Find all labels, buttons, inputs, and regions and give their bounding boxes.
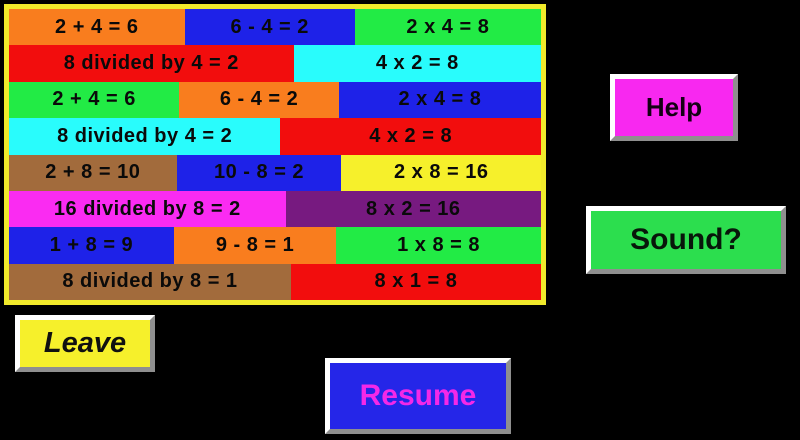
- equation-cell[interactable]: 2 x 4 = 8: [338, 81, 541, 119]
- equation-cell[interactable]: 2 x 8 = 16: [341, 154, 541, 191]
- leave-button[interactable]: Leave: [15, 315, 155, 372]
- equation-cell[interactable]: 1 x 8 = 8: [336, 227, 541, 264]
- equation-cell[interactable]: 2 + 4 = 6: [9, 9, 185, 46]
- equation-cell[interactable]: 8 x 2 = 16: [285, 190, 541, 228]
- equation-cell[interactable]: 10 - 8 = 2: [176, 154, 342, 191]
- equation-cell[interactable]: 16 divided by 8 = 2: [9, 190, 286, 228]
- equation-cell[interactable]: 6 - 4 = 2: [184, 9, 355, 46]
- equation-cell[interactable]: 8 divided by 4 = 2: [9, 45, 294, 82]
- equation-cell[interactable]: 9 - 8 = 1: [173, 227, 337, 264]
- equation-cell[interactable]: 2 x 4 = 8: [354, 9, 541, 46]
- equation-cell[interactable]: 4 x 2 = 8: [280, 118, 541, 155]
- equation-cell[interactable]: 4 x 2 = 8: [293, 45, 541, 82]
- sound-toggle-button[interactable]: Sound?: [586, 206, 786, 274]
- equation-cell[interactable]: 8 divided by 4 = 2: [9, 118, 281, 155]
- equation-cell[interactable]: 8 x 1 = 8: [290, 263, 541, 300]
- equation-cell[interactable]: 2 + 4 = 6: [9, 81, 180, 119]
- resume-button[interactable]: Resume: [325, 358, 511, 434]
- equation-cell[interactable]: 8 divided by 8 = 1: [9, 263, 291, 300]
- equation-cell[interactable]: 1 + 8 = 9: [9, 227, 174, 264]
- equation-cell[interactable]: 6 - 4 = 2: [179, 81, 339, 119]
- equation-cell[interactable]: 2 + 8 = 10: [9, 154, 177, 191]
- help-button[interactable]: Help: [610, 74, 738, 141]
